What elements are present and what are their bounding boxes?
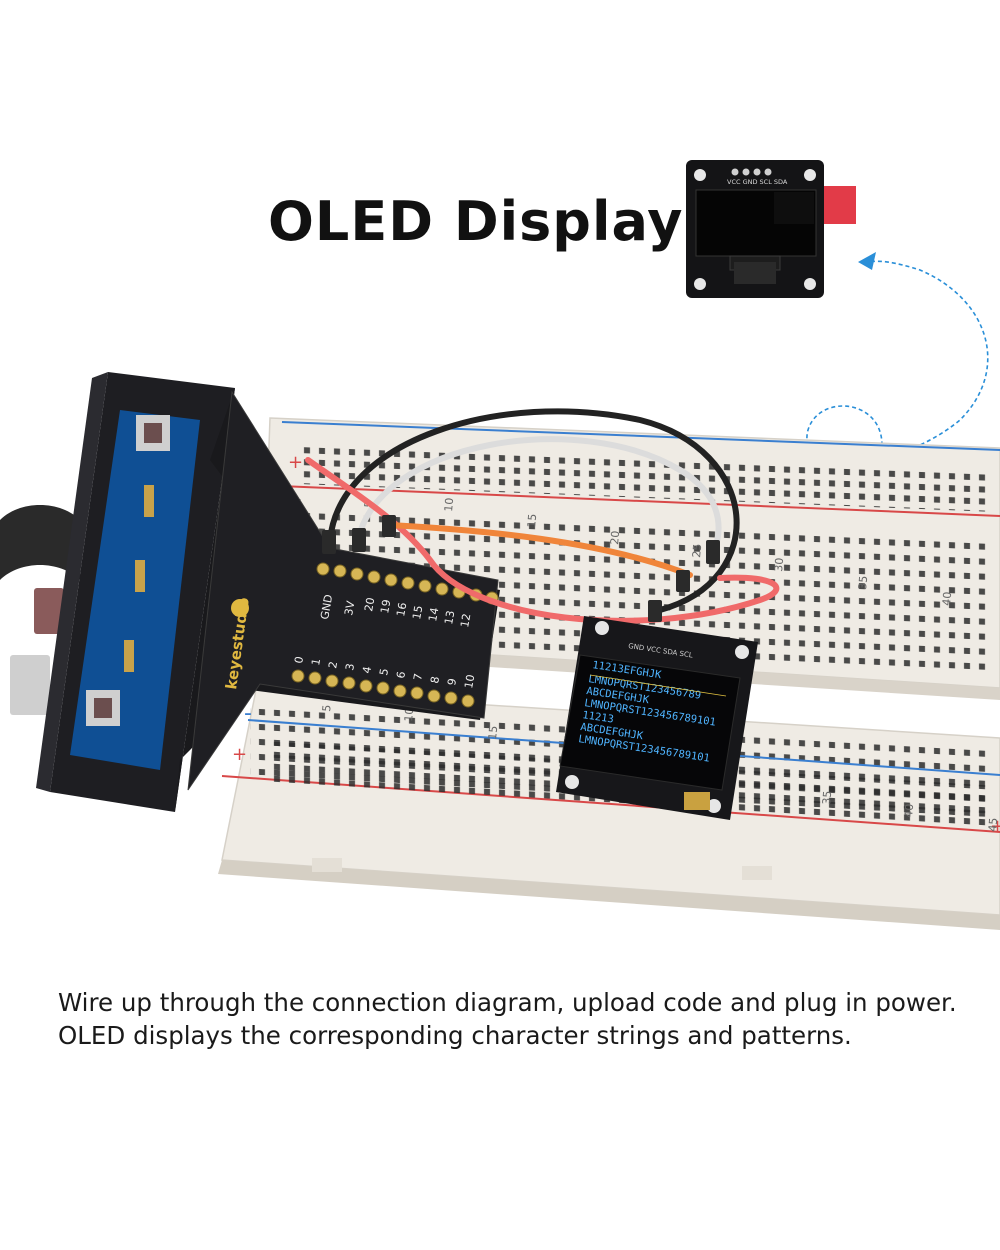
oled-on-breadboard: GND VCC SDA SCL 11213EFGHJK LMNOPQRST123… (556, 616, 758, 820)
rail-minus-sign: - (244, 701, 252, 726)
oled-line: 11213 (582, 709, 615, 726)
column-number: 40 (940, 591, 954, 606)
column-number: 10 (442, 497, 456, 512)
caption: Wire up through the connection diagram, … (58, 986, 978, 1052)
rail-plus-sign-right: + (990, 816, 1000, 837)
header-label: GND (318, 593, 335, 620)
column-number: 5 (320, 704, 334, 712)
column-number: 15 (486, 725, 500, 740)
jumper-wires (305, 408, 780, 624)
header-label: 14 (426, 606, 441, 622)
caption-line-2: OLED displays the corresponding characte… (58, 1021, 852, 1050)
header-label: 0 (292, 655, 306, 664)
header-label: 1 (309, 657, 323, 666)
oled-module-pin-labels: VCC GND SCL SDA (727, 178, 788, 186)
header-label: 3 (343, 662, 357, 671)
column-number: 40 (902, 803, 916, 818)
header-label: 16 (394, 601, 409, 617)
page-title: OLED Display (268, 190, 684, 253)
header-label: 19 (378, 598, 393, 614)
rail-plus-sign: + (288, 452, 303, 473)
rail-plus-sign-lower: + (232, 744, 247, 765)
header-label: 8 (428, 675, 442, 684)
protective-film-tab (820, 186, 856, 224)
column-number: 45 (986, 817, 1000, 832)
oled-module-product: VCC GND SCL SDA (686, 160, 856, 298)
header-label: 13 (442, 609, 457, 625)
column-number: 30 (772, 557, 786, 572)
column-number: 20 (608, 530, 622, 545)
header-label: 4 (360, 665, 374, 674)
header-label: 5 (377, 667, 391, 676)
header-label: 12 (458, 612, 473, 628)
header-label: 20 (362, 596, 377, 612)
column-number: 15 (525, 513, 539, 528)
caption-line-1: Wire up through the connection diagram, … (58, 988, 957, 1017)
arrow-head-icon (858, 252, 876, 270)
microbit-breakout: GND 3V 20 19 16 15 14 13 12 0 1 2 3 4 5 … (0, 372, 500, 812)
header-label: 2 (326, 660, 340, 669)
ladybug-logo-icon (231, 599, 249, 617)
column-number: 35 (820, 790, 834, 805)
header-label: 15 (410, 604, 425, 620)
header-label: 3V (342, 599, 357, 616)
header-label: 7 (411, 672, 425, 681)
column-number: 35 (856, 575, 870, 590)
header-label: 6 (394, 670, 408, 679)
column-number: 25 (690, 543, 704, 558)
header-label: 9 (445, 677, 459, 686)
connection-arrow (759, 260, 989, 631)
header-label: 10 (462, 673, 477, 689)
